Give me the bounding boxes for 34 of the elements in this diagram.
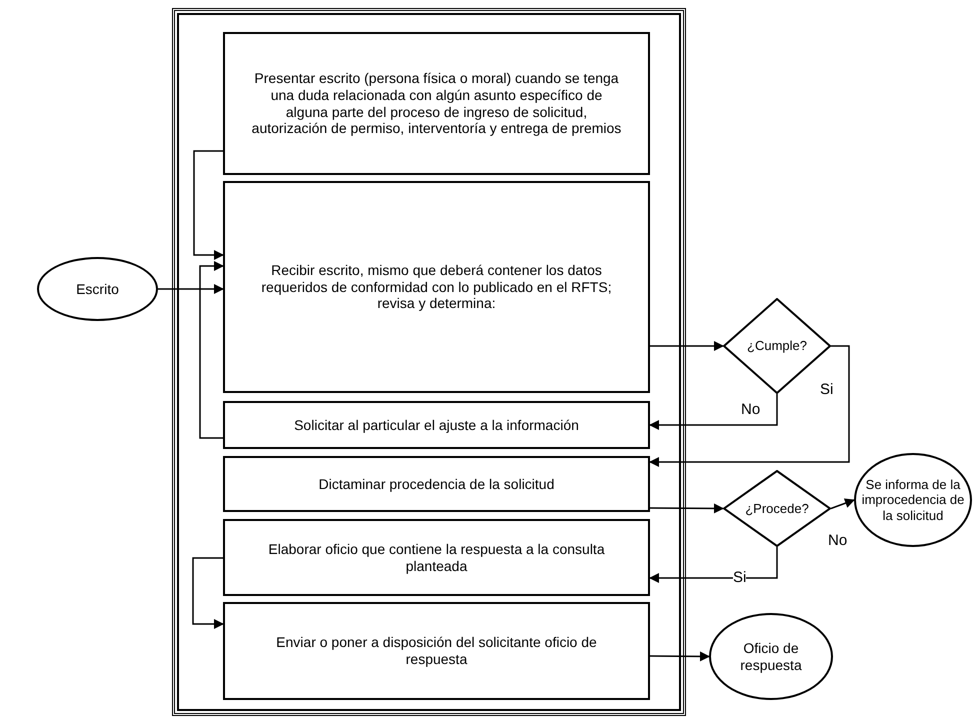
decision-diamond (723, 470, 831, 547)
process-box (223, 519, 650, 596)
arrow (649, 547, 778, 583)
node-text: ¿Cumple? (747, 338, 807, 354)
node-text: Escrito (76, 280, 119, 298)
edge-label: No (741, 402, 760, 417)
arrow (193, 150, 224, 260)
arrow (192, 557, 224, 629)
arrow (158, 284, 224, 294)
arrow (649, 394, 778, 430)
edge-label: Si (820, 382, 834, 397)
edge-label: Si (733, 570, 746, 585)
node-text: Presentar escrito (persona física o moral) cuando se tenga una duda relacionada con algún asunto específico de alguna parte del proceso de ingreso de solicitud, autorización de permiso, interventoría y entrega de premios (250, 70, 622, 138)
process-box (223, 456, 650, 512)
arrow (650, 341, 724, 351)
arrow (830, 498, 855, 510)
node-text: Dictaminar procedencia de la solicitud (318, 476, 554, 492)
node-text: Se informa de la improcedencia de la solicitud (860, 476, 966, 524)
node-text: Elaborar oficio que contiene la respuesta a la consulta planteada (267, 540, 606, 574)
edge-label: No (828, 533, 848, 548)
node-text: Oficio de respuesta (739, 640, 803, 674)
arrow (650, 503, 724, 514)
arrow (199, 261, 224, 439)
process-box (223, 181, 650, 393)
process-box (223, 401, 650, 449)
arrow (649, 345, 850, 467)
process-box (223, 602, 650, 700)
process-box (223, 32, 650, 175)
node-text: Solicitar al particular el ajuste a la información (294, 416, 579, 434)
node-text: Enviar o poner a disposición del solicitante oficio de respuesta (275, 634, 598, 668)
node-text: Recibir escrito, mismo que deberá contener los datos requeridos de conformidad con lo publicado en el RFTS; revisa y determina: (260, 262, 613, 312)
decision-diamond (723, 298, 831, 394)
arrow (650, 651, 710, 662)
node-text: ¿Procede? (745, 500, 809, 516)
